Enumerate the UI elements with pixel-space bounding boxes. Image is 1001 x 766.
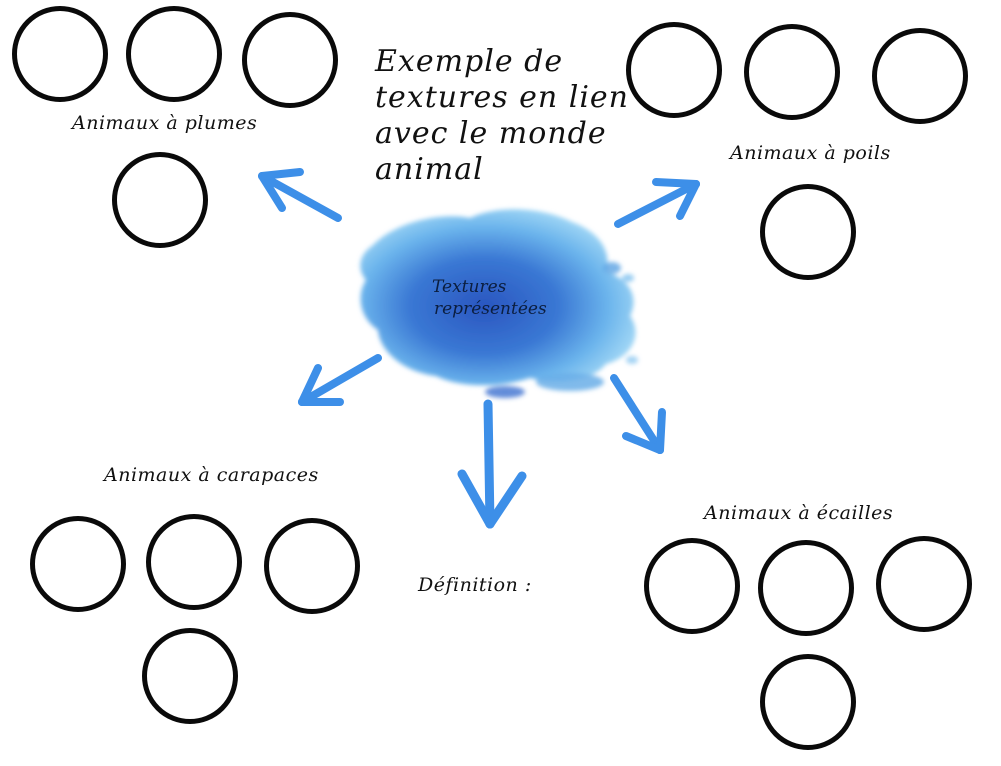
group-label-poils: Animaux à poils [730, 142, 891, 164]
group-label-ecailles: Animaux à écailles [704, 502, 894, 524]
watercolor-blob [360, 209, 638, 398]
texture-circle[interactable] [30, 516, 126, 612]
texture-circle[interactable] [264, 518, 360, 614]
arrow-to-poils [614, 178, 700, 228]
texture-circle[interactable] [146, 514, 242, 610]
arrow-to-carapaces [298, 354, 382, 406]
texture-circle[interactable] [744, 24, 840, 120]
arrow-to-ecailles [610, 374, 666, 454]
texture-circle[interactable] [112, 152, 208, 248]
texture-circle[interactable] [626, 22, 722, 118]
texture-circle[interactable] [876, 536, 972, 632]
texture-circle[interactable] [12, 6, 108, 102]
texture-circle[interactable] [644, 538, 740, 634]
center-label: Textures représentées [432, 276, 582, 320]
texture-circle[interactable] [758, 540, 854, 636]
texture-circle[interactable] [760, 184, 856, 280]
texture-circle[interactable] [142, 628, 238, 724]
page-title: Exemple de textures en lien avec le mond… [375, 44, 630, 187]
texture-circle[interactable] [126, 6, 222, 102]
arrow-to-plumes [258, 168, 342, 222]
center-label-line1: Textures [432, 277, 507, 297]
arrow-to-definition [457, 399, 527, 529]
texture-circle[interactable] [242, 12, 338, 108]
group-label-carapaces: Animaux à carapaces [104, 464, 319, 486]
group-label-plumes: Animaux à plumes [72, 112, 258, 134]
texture-circle[interactable] [872, 28, 968, 124]
center-label-line2: représentées [434, 299, 547, 319]
definition-label[interactable]: Définition : [418, 574, 532, 596]
texture-circle[interactable] [760, 654, 856, 750]
